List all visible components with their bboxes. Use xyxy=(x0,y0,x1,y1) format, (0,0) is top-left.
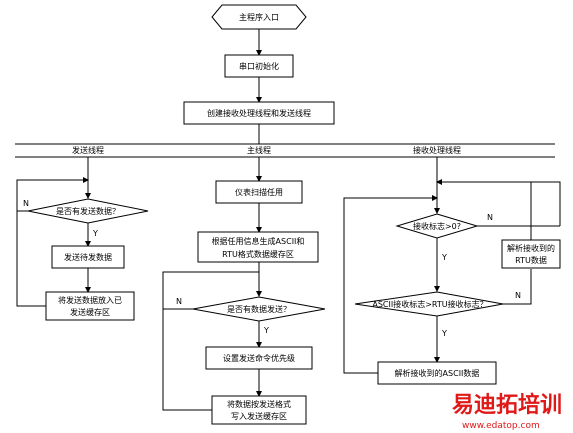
parse-ascii-label: 解析接收到的ASCII数据 xyxy=(395,368,480,378)
main-yes-label: Y xyxy=(263,326,269,335)
meter-scan-label: 仪表扫描任用 xyxy=(235,187,283,197)
put-send-buffer-line1: 将发送数据放入已 xyxy=(58,295,122,305)
parse-rtu-box xyxy=(501,239,561,269)
write-buffer-line1: 将数据按发送格式 xyxy=(227,399,291,409)
send-no-label: N xyxy=(23,199,29,208)
lane-send: 发送线程 xyxy=(72,145,104,155)
entry-label: 主程序入口 xyxy=(239,12,279,22)
recv-yes-label-2: Y xyxy=(441,329,447,338)
put-send-buffer-line2: 发送缓存区 xyxy=(70,307,110,317)
ascii-no-label: N xyxy=(515,291,521,300)
set-priority-label: 设置发送命令优先级 xyxy=(223,353,295,363)
has-send-data-label: 是否有发送数据？ xyxy=(56,206,120,216)
gen-data-line2: RTU格式数据缓存区 xyxy=(222,249,294,259)
main-no-label: N xyxy=(176,297,182,306)
lane-main: 主线程 xyxy=(247,145,271,155)
watermark-url: www.edatop.com xyxy=(462,421,540,431)
recv-no-label: N xyxy=(487,213,493,222)
put-send-buffer-box xyxy=(45,291,135,321)
recv-yes-label: Y xyxy=(441,253,447,262)
gen-data-line1: 根据任用信息生成ASCII和 xyxy=(212,236,305,246)
serial-init-label: 串口初始化 xyxy=(239,61,279,71)
write-buffer-line2: 写入发送缓存区 xyxy=(231,411,287,421)
entry-terminator xyxy=(211,4,307,30)
has-data-send-label: 是否有数据发送？ xyxy=(227,304,291,314)
watermark-logo: 易迪拓培训 xyxy=(452,392,562,418)
create-tasks-label: 创建接收处理线程和发送线程 xyxy=(207,108,311,118)
send-data-label: 发送待发数据 xyxy=(64,252,112,262)
send-yes-label: Y xyxy=(92,229,98,238)
gen-data-box xyxy=(197,231,319,263)
parse-rtu-line1: 解析接收到的 xyxy=(507,243,555,253)
parse-rtu-line2: RTU数据 xyxy=(515,255,547,265)
ascii-gt-rtu-label: ASCII接收标志>RTU接收标志？ xyxy=(372,299,487,309)
write-buffer-box xyxy=(211,395,307,425)
lane-recv: 接收处理线程 xyxy=(413,145,461,155)
recv-gt-zero-label: 接收标志>0? xyxy=(413,221,461,231)
